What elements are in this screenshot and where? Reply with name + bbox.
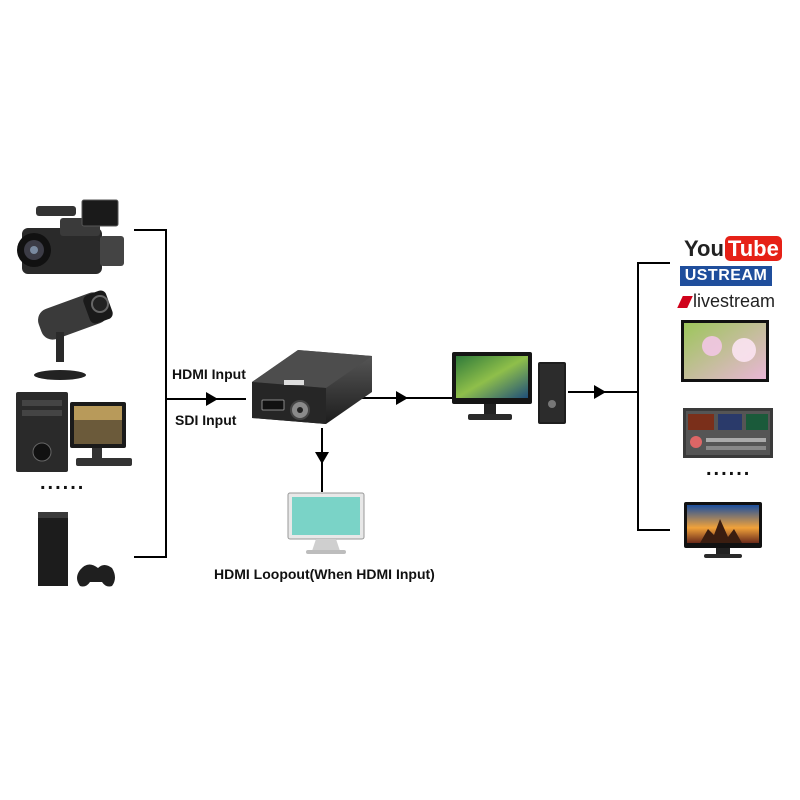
desktop-pc-icon	[16, 392, 132, 472]
loopout-arrow	[315, 452, 329, 464]
livestream-mark-icon	[677, 296, 693, 308]
security-camera-icon	[34, 290, 113, 380]
output-bracket	[568, 262, 670, 531]
display-panel-icon	[681, 320, 769, 382]
camcorder-icon	[17, 199, 124, 274]
more-sources-ellipsis: ......	[40, 472, 86, 494]
capture-to-pc-arrow	[396, 391, 408, 405]
monitor-icon	[287, 492, 365, 554]
tv-monitor-icon	[684, 502, 762, 558]
game-console-icon	[38, 512, 115, 587]
hdmi-loopout-label: HDMI Loopout(When HDMI Input)	[214, 566, 435, 582]
computer-workstation-icon	[452, 352, 566, 424]
video-editing-icon	[683, 408, 773, 458]
ustream-logo: USTREAM	[680, 266, 772, 286]
sdi-input-label: SDI Input	[175, 412, 237, 428]
youtube-you: You	[684, 236, 724, 261]
youtube-tube: Tube	[724, 236, 782, 261]
input-arrow	[206, 392, 218, 406]
hdmi-input-label: HDMI Input	[172, 366, 246, 382]
input-bracket	[134, 229, 246, 558]
output-arrow	[594, 385, 606, 399]
livestream-logo: livestream	[677, 290, 776, 312]
more-outputs-ellipsis: ......	[706, 458, 752, 480]
livestream-text: livestream	[693, 291, 776, 311]
capture-device-icon	[252, 350, 372, 424]
